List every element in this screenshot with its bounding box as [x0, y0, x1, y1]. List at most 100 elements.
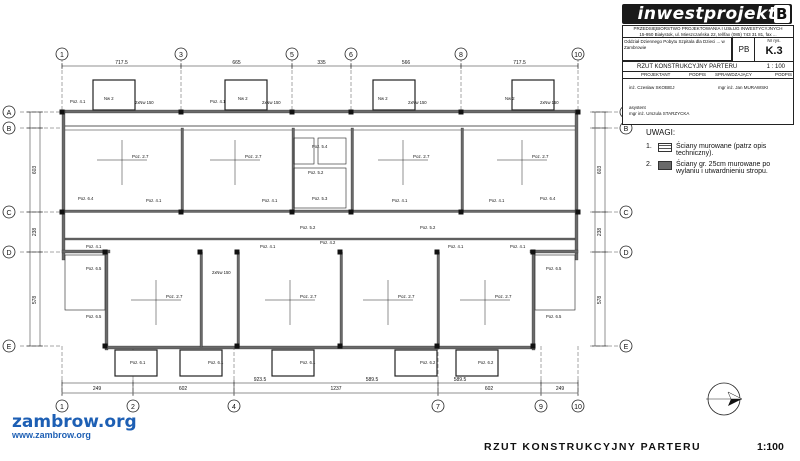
dimension-label: 335 [317, 60, 326, 66]
legend-item-text: Ściany murowane (patrz opis techniczny). [676, 143, 767, 157]
element-label: Nw 2 [104, 96, 114, 101]
element-label: Poz. 6.5 [546, 266, 562, 271]
checker-name: mgr inż. Jan MURAWSKI [718, 85, 769, 90]
dimension-label: 238 [32, 228, 38, 237]
element-label: Poz. 6.5 [86, 266, 102, 271]
sign-header: PODPIS [689, 72, 707, 77]
axis-bubble [2, 245, 16, 259]
logo-letter: B [774, 5, 790, 23]
axis-bubble [571, 47, 585, 61]
element-label: Poz. 4.1 [86, 244, 102, 249]
exterior-wall [531, 249, 536, 351]
element-label: Poz. 6.1 [300, 360, 316, 365]
slab-label: Poz. 2.7 [398, 294, 415, 299]
element-label: 2xNw 150 [262, 100, 281, 105]
axis-bubble [2, 121, 16, 135]
interior-wall [339, 251, 343, 348]
axis-label: 1 [60, 52, 64, 59]
sheet-title: RZUT KONSTRUKCYJNY PARTERU [637, 64, 738, 70]
axis-label: 10 [574, 404, 582, 411]
stage-text: PB [738, 45, 750, 54]
dimension-label: 602 [179, 386, 188, 392]
late-wall-swatch [658, 161, 672, 170]
column [178, 209, 184, 215]
column [234, 249, 240, 255]
element-label: Poz. 4.1 [510, 244, 526, 249]
interior-wall [350, 127, 354, 213]
axis-bubble [2, 339, 16, 353]
column [289, 109, 295, 115]
interior-wall [436, 251, 440, 348]
element-label: 2xNw 150 [212, 270, 231, 275]
dimension-label: 249 [556, 386, 565, 392]
axis-label: A [7, 110, 12, 117]
company-line-2: 15-950 Białystok, ul. Mieszczańska 22, t… [639, 32, 777, 37]
legend-item-number: 2. [646, 161, 652, 168]
legend-title: UWAGI: [646, 128, 676, 137]
exterior-wall [61, 249, 111, 254]
column [102, 249, 108, 255]
interior-wall [199, 251, 203, 348]
axis-bubble [534, 399, 548, 413]
column [530, 249, 536, 255]
column [530, 343, 536, 349]
column [59, 209, 65, 215]
element-label: Poz. 5.3 [312, 196, 328, 201]
slab-label: Poz. 2.7 [132, 154, 149, 159]
exterior-wall [104, 249, 109, 351]
slab-label: Poz. 2.7 [166, 294, 183, 299]
element-label: Poz. 4.2 [320, 240, 336, 245]
column [575, 109, 581, 115]
bay-window [92, 79, 136, 111]
axis-bubble [227, 399, 241, 413]
axis-label: 4 [232, 404, 236, 411]
bay-window [224, 79, 268, 111]
exterior-wall [574, 109, 579, 261]
axis-bubble [571, 399, 585, 413]
column [458, 109, 464, 115]
column [197, 249, 203, 255]
exterior-wall [104, 345, 536, 350]
axis-bubble [619, 205, 633, 219]
interior-wall [180, 127, 184, 213]
checker-header: SPRAWDZAJĄCY [715, 72, 752, 77]
axis-label: 2 [131, 404, 135, 411]
axis-label: E [624, 344, 629, 351]
dimension-label: 589.5 [454, 377, 467, 383]
stage-cell: PB [732, 37, 756, 63]
site-watermark: zambrow.org www.zambrow.org [12, 412, 137, 440]
interior-wall [64, 237, 576, 241]
element-label: 2xNw 150 [408, 100, 427, 105]
assistant-name: mgr inż. Urszula STARZYCKA [629, 111, 690, 116]
annex-room [534, 254, 576, 311]
axis-label: 7 [436, 404, 440, 411]
dimension-label: 578 [32, 296, 38, 305]
watermark-sub: www.zambrow.org [12, 430, 91, 440]
bay-window [455, 349, 499, 377]
axis-label: 3 [179, 52, 183, 59]
column [434, 343, 440, 349]
element-label: Nw 2 [238, 96, 248, 101]
axis-bubble [55, 399, 69, 413]
signature-table: PROJEKTANT PODPIS SPRAWDZAJĄCY PODPIS in… [622, 71, 794, 125]
axis-bubble [55, 47, 69, 61]
legend-item: 1. Ściany murowane (patrz opis techniczn… [646, 143, 776, 157]
exterior-wall [61, 109, 66, 261]
bay-window [179, 349, 223, 377]
column [234, 343, 240, 349]
small-room [293, 137, 315, 165]
exterior-wall [529, 249, 579, 254]
axis-bubble [431, 399, 445, 413]
masonry-wall-swatch [658, 143, 672, 152]
axis-bubble [174, 47, 188, 61]
axis-bubble [619, 339, 633, 353]
sign-header-2: PODPIS [775, 72, 793, 77]
column [59, 109, 65, 115]
element-label: Poz. 4.1 [392, 198, 408, 203]
drawing-number: K.3 [765, 45, 783, 57]
element-label: Poz. 6.5 [86, 314, 102, 319]
element-label: Poz. 6.1 [130, 360, 146, 365]
axis-bubble [454, 47, 468, 61]
legend-item-number: 1. [646, 143, 652, 150]
column [348, 109, 354, 115]
